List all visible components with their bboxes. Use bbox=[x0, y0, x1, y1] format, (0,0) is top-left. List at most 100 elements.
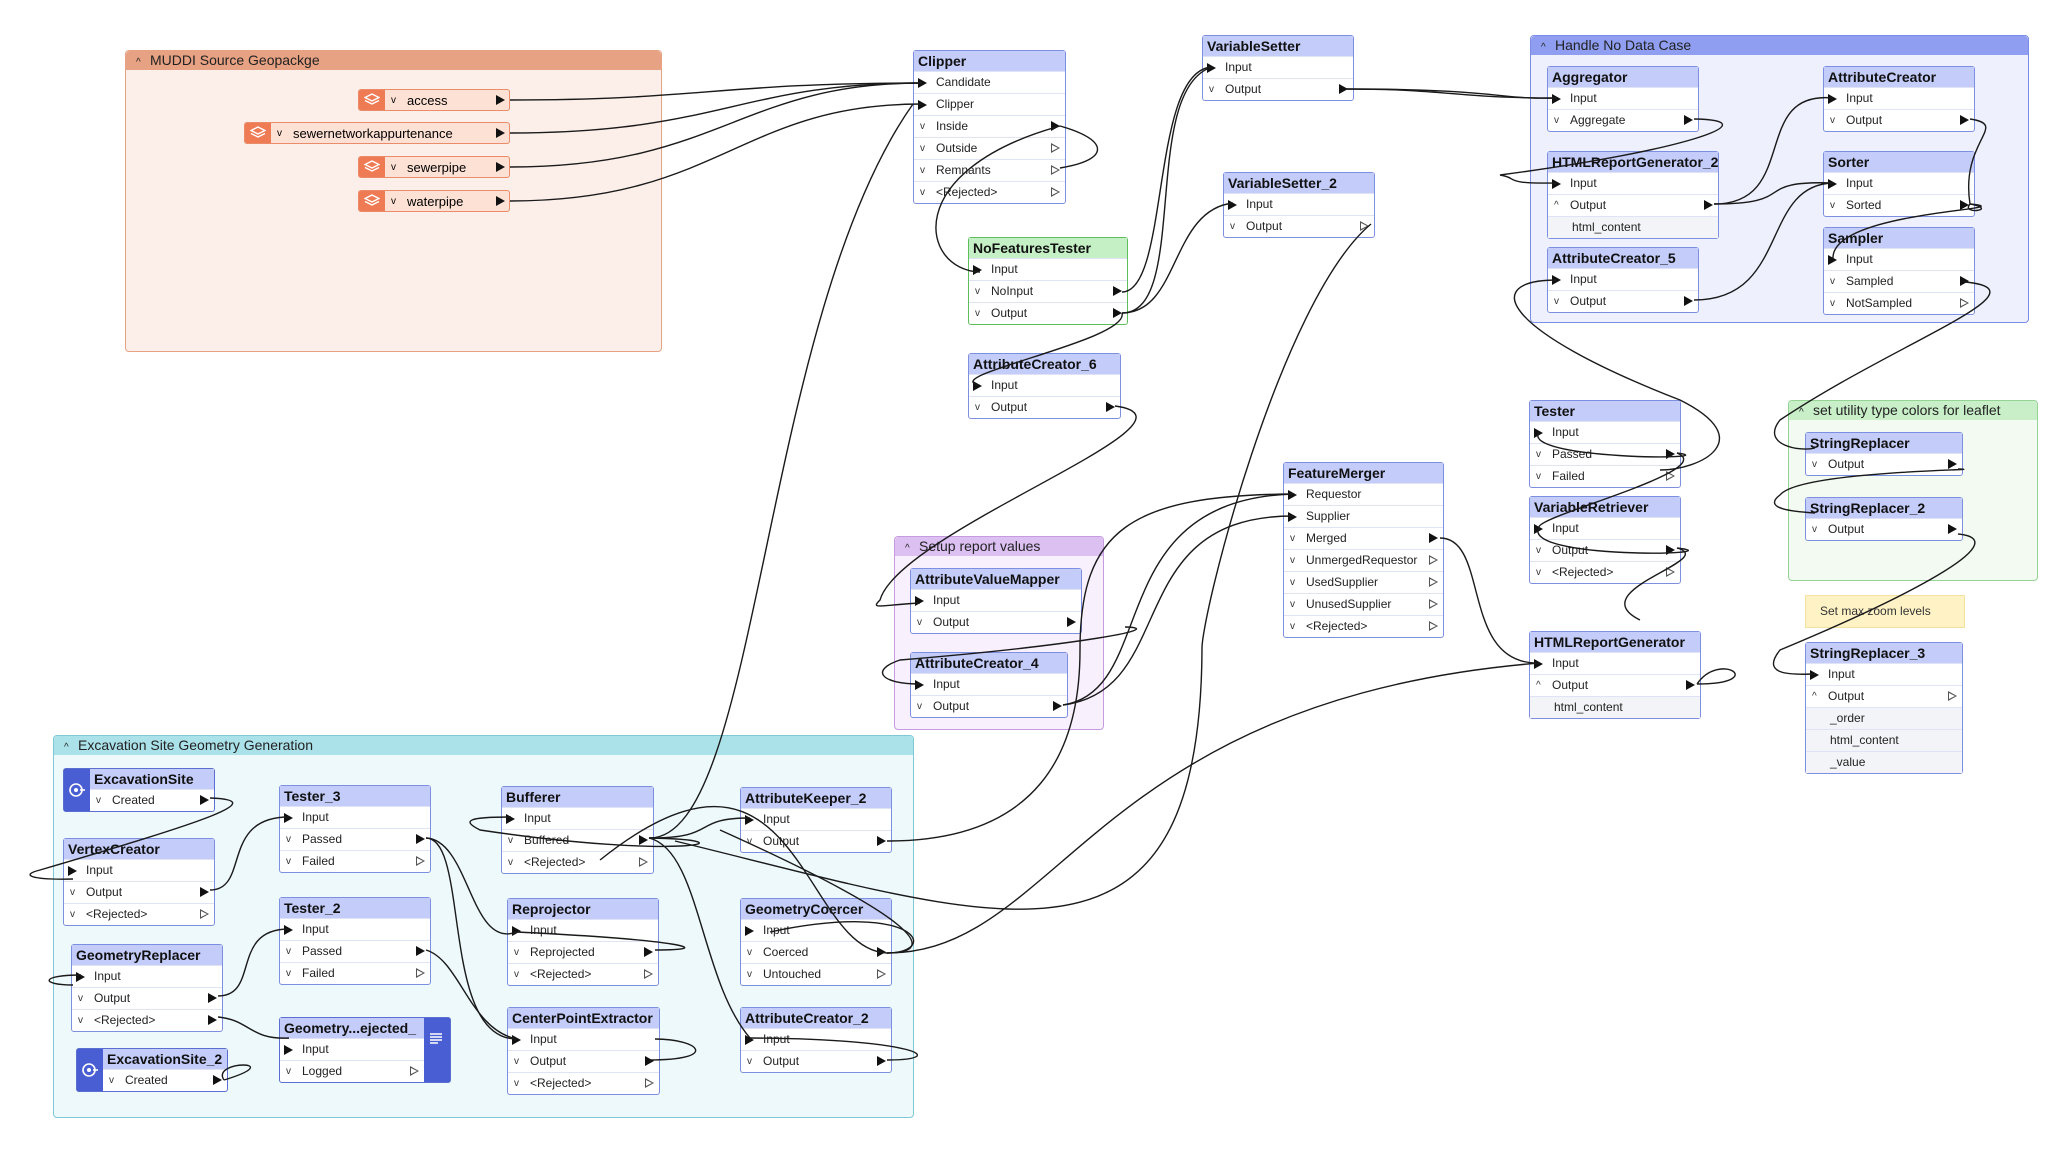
input-port[interactable]: Input bbox=[280, 806, 430, 828]
output-arrow-icon[interactable] bbox=[1960, 298, 1969, 308]
output-arrow-icon[interactable] bbox=[1429, 555, 1438, 565]
chevron-up-icon[interactable]: ^ bbox=[1536, 680, 1541, 691]
chevron-down-icon[interactable]: v bbox=[1830, 298, 1835, 309]
output-arrow-icon[interactable] bbox=[416, 856, 425, 866]
output-arrow-icon[interactable] bbox=[213, 1075, 222, 1085]
chevron-down-icon[interactable]: v bbox=[286, 968, 291, 979]
input-arrow-icon[interactable] bbox=[1552, 275, 1561, 285]
output-arrow-icon[interactable] bbox=[1051, 187, 1060, 197]
chevron-down-icon[interactable]: v bbox=[975, 402, 980, 413]
input-arrow-icon[interactable] bbox=[1228, 200, 1237, 210]
output-arrow-icon[interactable] bbox=[639, 835, 648, 845]
input-arrow-icon[interactable] bbox=[915, 596, 924, 606]
transformer-title[interactable]: CenterPointExtractor bbox=[508, 1008, 659, 1028]
input-arrow-icon[interactable] bbox=[1534, 659, 1543, 669]
input-port[interactable]: Input bbox=[1806, 663, 1962, 685]
output-arrow-icon[interactable] bbox=[1429, 599, 1438, 609]
transformer-title[interactable]: StringReplacer_3 bbox=[1806, 643, 1962, 663]
output-arrow-icon[interactable] bbox=[1339, 84, 1348, 94]
output-arrow-icon[interactable] bbox=[1684, 296, 1693, 306]
chevron-down-icon[interactable]: v bbox=[286, 856, 291, 867]
chevron-down-icon[interactable]: v bbox=[1290, 555, 1295, 566]
input-port[interactable]: Candidate bbox=[914, 71, 1065, 93]
output-port[interactable]: v<Rejected> bbox=[502, 851, 653, 873]
input-port[interactable]: Input bbox=[1548, 87, 1698, 109]
output-port[interactable]: ^Output bbox=[1806, 685, 1962, 707]
transformer-title[interactable]: FeatureMerger bbox=[1284, 463, 1443, 483]
chevron-down-icon[interactable]: v bbox=[747, 947, 752, 958]
transformer-title[interactable]: Bufferer bbox=[502, 787, 653, 807]
input-port[interactable]: Input bbox=[280, 1038, 424, 1060]
chevron-down-icon[interactable]: v bbox=[1536, 567, 1541, 578]
transformer-title[interactable]: VariableRetriever bbox=[1530, 497, 1680, 517]
input-port[interactable]: Input bbox=[1530, 421, 1680, 443]
transformer-title[interactable]: Aggregator bbox=[1548, 67, 1698, 87]
input-port[interactable]: Input bbox=[969, 374, 1120, 396]
chevron-down-icon[interactable]: v bbox=[391, 162, 396, 173]
transformer-title[interactable]: AttributeCreator_4 bbox=[911, 653, 1067, 673]
input-arrow-icon[interactable] bbox=[918, 100, 927, 110]
transformer-title[interactable]: HTMLReportGenerator_2 bbox=[1548, 152, 1718, 172]
transformer-title[interactable]: Reprojector bbox=[508, 899, 658, 919]
chevron-down-icon[interactable]: v bbox=[514, 969, 519, 980]
chevron-down-icon[interactable]: v bbox=[1290, 577, 1295, 588]
input-port[interactable]: Input bbox=[911, 589, 1081, 611]
input-arrow-icon[interactable] bbox=[512, 926, 521, 936]
transformer-title[interactable]: GeometryCoercer bbox=[741, 899, 891, 919]
input-port[interactable]: Input bbox=[280, 918, 430, 940]
output-arrow-icon[interactable] bbox=[410, 1066, 419, 1076]
input-arrow-icon[interactable] bbox=[284, 925, 293, 935]
input-arrow-icon[interactable] bbox=[512, 1035, 521, 1045]
output-arrow-icon[interactable] bbox=[877, 947, 886, 957]
output-arrow-icon[interactable] bbox=[1067, 617, 1076, 627]
transformer-title[interactable]: StringReplacer_2 bbox=[1806, 498, 1962, 518]
annotation-max-zoom[interactable]: Set max zoom levels bbox=[1805, 595, 1965, 628]
chevron-down-icon[interactable]: v bbox=[508, 857, 513, 868]
output-arrow-icon[interactable] bbox=[1666, 545, 1675, 555]
reader-access[interactable]: v access bbox=[358, 89, 510, 111]
connection-wire[interactable] bbox=[1696, 668, 1736, 685]
output-arrow-icon[interactable] bbox=[416, 968, 425, 978]
chevron-down-icon[interactable]: v bbox=[1812, 524, 1817, 535]
transformer-title[interactable]: Sorter bbox=[1824, 152, 1974, 172]
output-arrow-icon[interactable] bbox=[877, 969, 886, 979]
chevron-down-icon[interactable]: v bbox=[391, 196, 396, 207]
transformer-title[interactable]: Clipper bbox=[914, 51, 1065, 71]
input-arrow-icon[interactable] bbox=[284, 1045, 293, 1055]
output-arrow-icon[interactable] bbox=[645, 1056, 654, 1066]
connection-wire[interactable] bbox=[648, 103, 914, 839]
input-port[interactable]: Input bbox=[508, 1028, 659, 1050]
input-port[interactable]: Input bbox=[741, 1028, 891, 1050]
chevron-down-icon[interactable]: v bbox=[508, 835, 513, 846]
